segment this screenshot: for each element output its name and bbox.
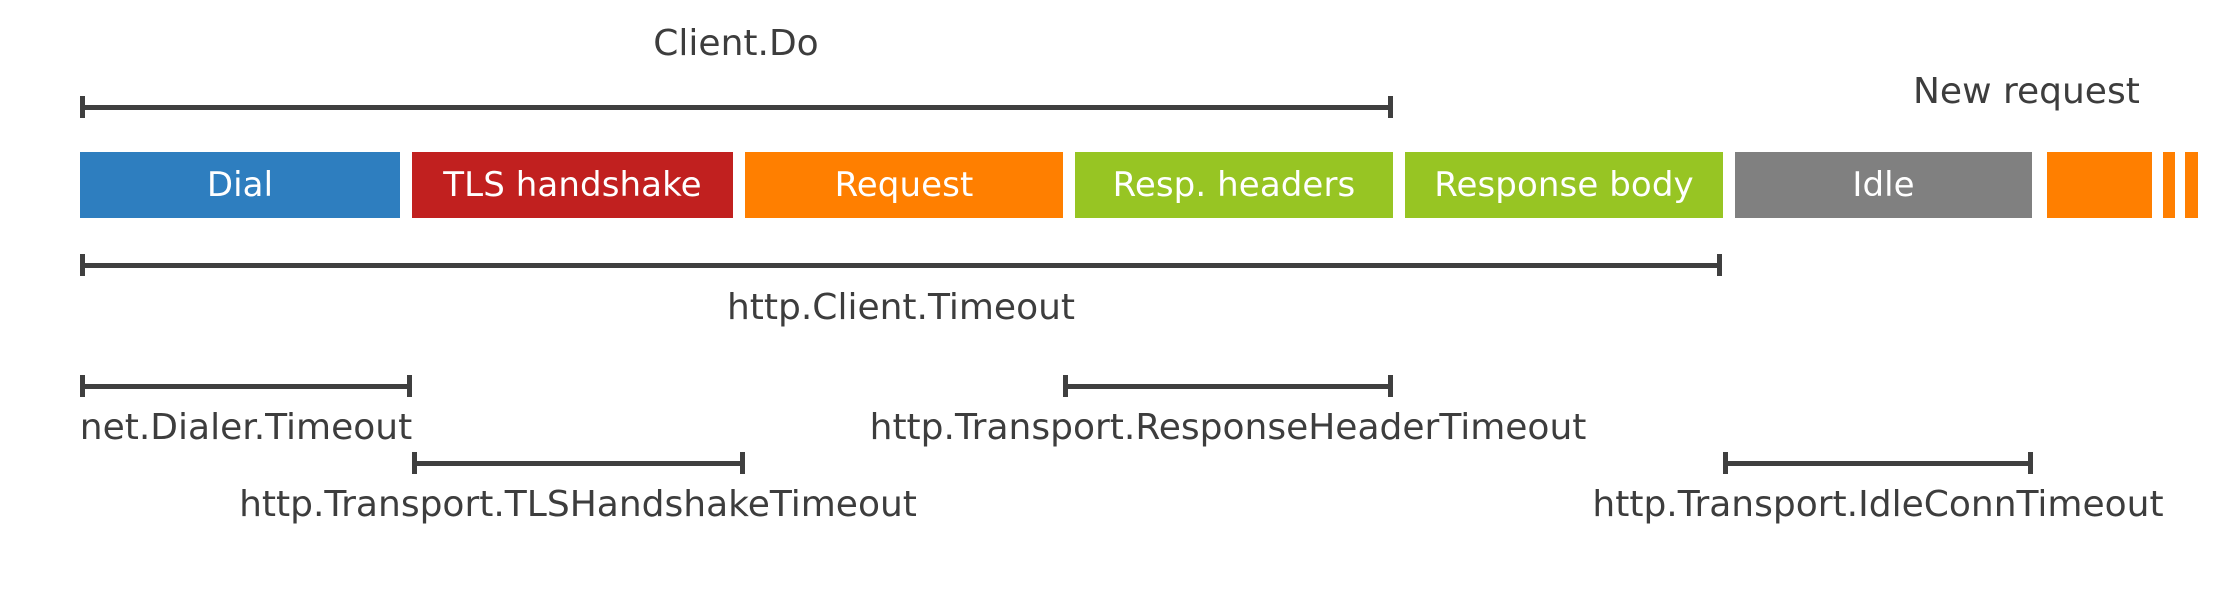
bracket-cap-right xyxy=(2028,452,2033,474)
bracket-label-http-client-timeout: http.Client.Timeout xyxy=(726,287,1076,328)
bracket-rail xyxy=(1063,384,1393,389)
phase-bar-label: Response body xyxy=(1434,165,1694,205)
phase-bar-label: Request xyxy=(834,165,974,205)
phase-bar-label: Dial xyxy=(206,165,274,205)
bracket-cap-right xyxy=(1388,96,1393,118)
phase-bar-dial[interactable]: Dial xyxy=(80,152,400,218)
phase-bar-new-request-stripe-2[interactable] xyxy=(2185,152,2198,218)
bracket-rail xyxy=(412,461,745,466)
phase-bar-new-request-stripe-1[interactable] xyxy=(2163,152,2175,218)
phase-bar-response-body[interactable]: Response body xyxy=(1405,152,1723,218)
bracket-response-header-timeout xyxy=(1063,375,1393,397)
bracket-label-tls-handshake-timeout: http.Transport.TLSHandshakeTimeout xyxy=(239,484,917,525)
bracket-rail xyxy=(1723,461,2033,466)
annotation-new-request: New request xyxy=(1913,71,2140,112)
bracket-cap-right xyxy=(407,375,412,397)
bracket-http-client-timeout xyxy=(80,254,1722,276)
bracket-cap-right xyxy=(1388,375,1393,397)
bracket-label-idle-conn-timeout: http.Transport.IdleConnTimeout xyxy=(1592,484,2164,525)
bracket-client-do xyxy=(80,96,1393,118)
phase-bar-label: Resp. headers xyxy=(1112,165,1356,205)
phase-bar-request[interactable]: Request xyxy=(745,152,1063,218)
phase-bar-new-request-block[interactable] xyxy=(2047,152,2152,218)
bracket-label-client-do: Client.Do xyxy=(653,23,819,64)
bracket-rail xyxy=(80,105,1393,110)
bracket-rail xyxy=(80,263,1722,268)
bracket-label-response-header-timeout: http.Transport.ResponseHeaderTimeout xyxy=(869,407,1587,448)
bracket-tls-handshake-timeout xyxy=(412,452,745,474)
phase-bar-resp-headers[interactable]: Resp. headers xyxy=(1075,152,1393,218)
bracket-cap-right xyxy=(1717,254,1722,276)
phase-bar-idle[interactable]: Idle xyxy=(1735,152,2032,218)
bracket-idle-conn-timeout xyxy=(1723,452,2033,474)
phase-bar-tls-handshake[interactable]: TLS handshake xyxy=(412,152,733,218)
bracket-cap-right xyxy=(740,452,745,474)
bracket-label-net-dialer-timeout: net.Dialer.Timeout xyxy=(79,407,413,448)
phase-bar-label: Idle xyxy=(1852,165,1915,205)
bracket-net-dialer-timeout xyxy=(80,375,412,397)
phase-bar-label: TLS handshake xyxy=(443,165,702,205)
bracket-rail xyxy=(80,384,412,389)
